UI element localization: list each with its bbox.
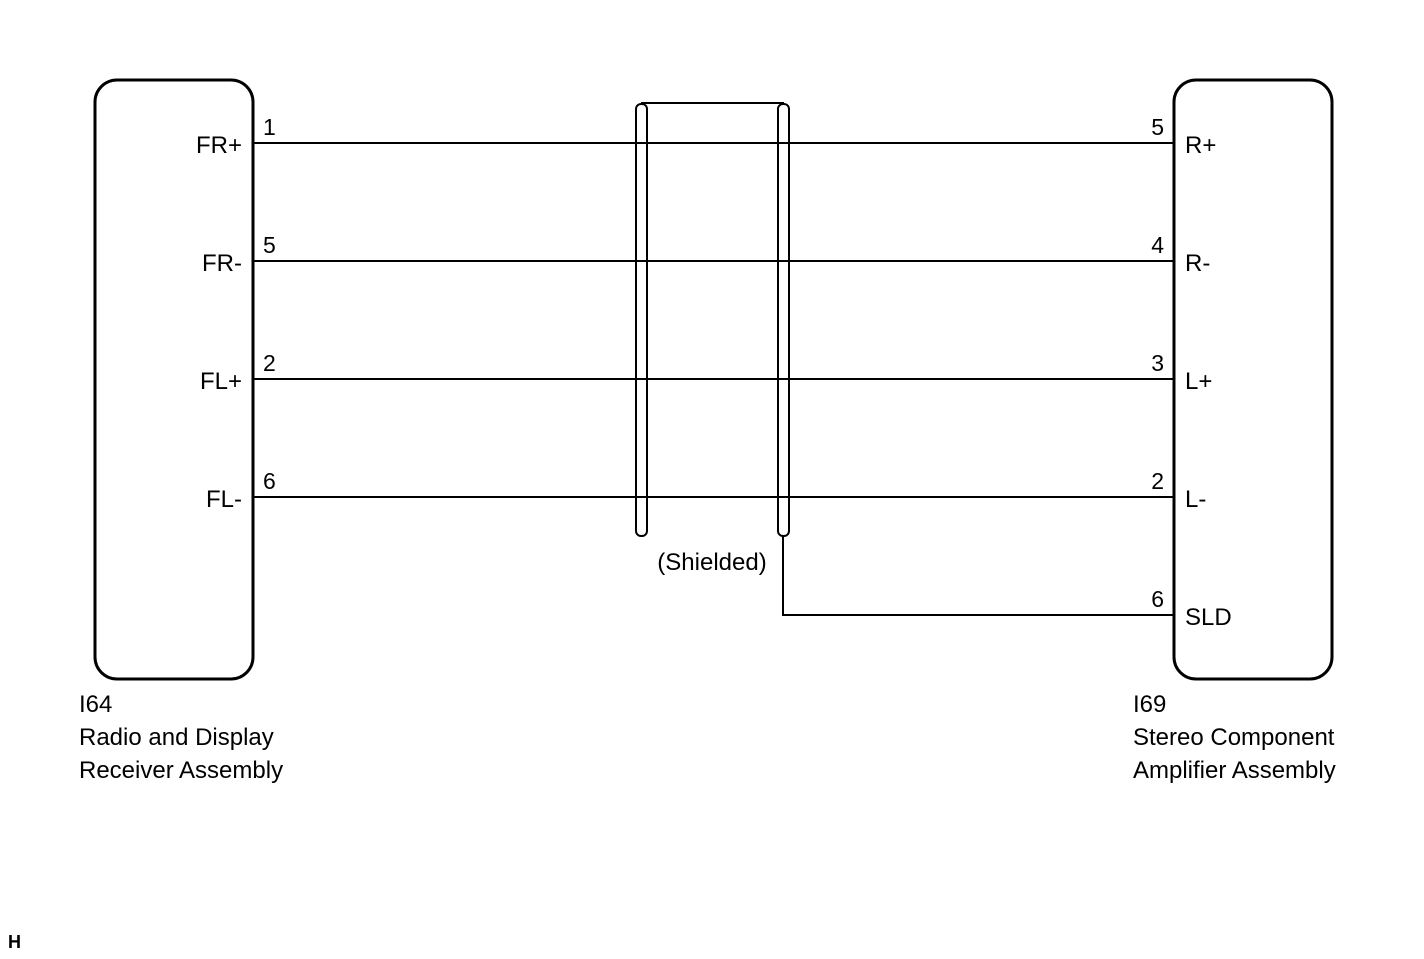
left-terminal-label: FL- [206,486,242,513]
right-terminal-label: L- [1185,486,1206,513]
drain-pin-number: 6 [1151,586,1164,612]
shield-left-tube [635,103,648,537]
right-terminal-label: R+ [1185,132,1216,159]
left-pin-number: 2 [263,350,276,376]
drain-terminal-label: SLD [1185,604,1232,631]
left-component-id: I64 [79,691,112,718]
left-pin-number: 1 [263,114,276,140]
right-pin-number: 4 [1151,232,1164,258]
shield-right-tube [777,103,790,537]
shield-cable [635,102,790,537]
right-terminal-label: R- [1185,250,1210,277]
left-pin-number: 5 [263,232,276,258]
shield-label: (Shielded) [657,549,766,576]
right-component-name-line1: Stereo Component [1133,724,1335,751]
right-component-name-line2: Amplifier Assembly [1133,757,1336,784]
right-pin-number: 5 [1151,114,1164,140]
corner-mark: H [8,932,21,952]
left-pin-number: 6 [263,468,276,494]
right-terminal-label: L+ [1185,368,1212,395]
right-component-id: I69 [1133,691,1166,718]
left-terminal-label: FR+ [196,132,242,159]
right-pin-number: 3 [1151,350,1164,376]
left-component-name-line2: Receiver Assembly [79,757,283,784]
left-terminal-label: FL+ [200,368,242,395]
left-component-name-line1: Radio and Display [79,724,274,751]
shield-drain-wire [782,536,1174,616]
left-terminal-label: FR- [202,250,242,277]
right-pin-number: 2 [1151,468,1164,494]
